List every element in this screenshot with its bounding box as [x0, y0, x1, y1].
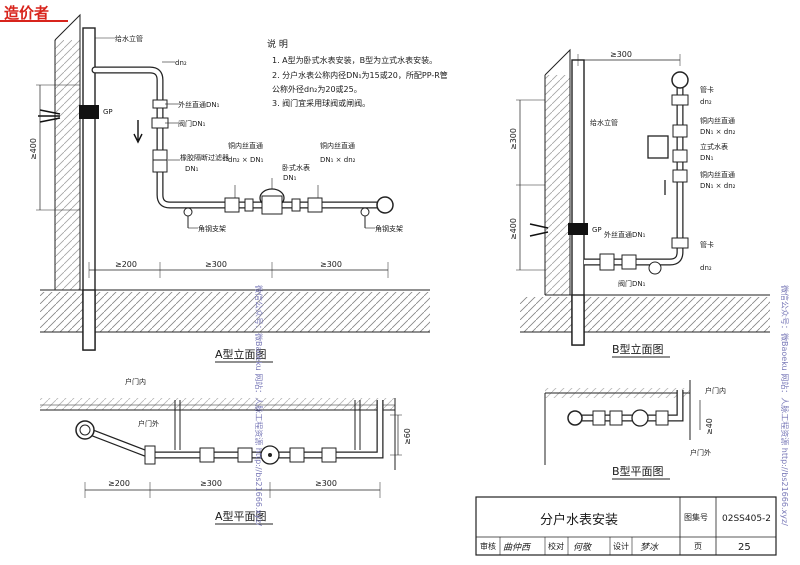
- b-dim-top: ≥300: [610, 50, 632, 59]
- a-plan-indoor: 户门内: [125, 377, 146, 386]
- notes-item-4: 3. 阀门宜采用球阀或闸阀。: [272, 98, 370, 108]
- a-label-valve: 阀门DN₁: [178, 119, 206, 128]
- page-label: 页: [694, 542, 702, 551]
- title-block: [475, 496, 777, 556]
- a-dim-1: ≥200: [115, 260, 137, 269]
- b-label-meter: 立式水表: [700, 142, 728, 151]
- b-label-pipe-clamp: 管卡: [700, 85, 714, 94]
- a-label-bracket-l: 角钢支架: [198, 224, 226, 233]
- b-label-cu-union-top: 铜内丝直通: [700, 116, 735, 125]
- atlas-number: 02SS405-2: [722, 514, 771, 524]
- b-dim-v2: ≥400: [509, 218, 518, 240]
- check-label: 校对: [548, 541, 564, 551]
- b-plan: 户门内 户门外 ≥40 B型平面图: [544, 380, 726, 480]
- a-plan-dim-3: ≥300: [315, 479, 337, 488]
- b-plan-meter: [631, 409, 649, 427]
- b-label-gp: GP: [592, 226, 602, 234]
- watermark-left: 微信公众号：微Baoeku 网站：人脉工程资源 http://bs21666.x…: [254, 285, 264, 526]
- b-plan-outdoor: 户门外: [690, 448, 711, 457]
- a-floor-slab: [40, 292, 430, 332]
- review-signature: 曲仲西: [503, 542, 532, 553]
- b-label-ext-union: 外丝直通DN₁: [604, 230, 646, 239]
- b-floor-slab: [520, 297, 770, 332]
- watermark-right: 微信公众号：微Baoeku 网站：人脉工程资源 http://bs21666.x…: [780, 285, 790, 526]
- b-label-pipe-clamp-dn: dn₂: [700, 98, 712, 106]
- a-label-gp: GP: [103, 108, 113, 116]
- b-wall-hatch: [545, 75, 570, 295]
- notes-item-2: 2. 分户水表公称内径DN₁为15或20，所配PP-R管: [272, 70, 448, 80]
- brand-underline: [0, 20, 68, 22]
- design-signature: 梦冰: [640, 542, 659, 553]
- review-label: 审核: [480, 541, 496, 551]
- a-gp-clamp: [79, 105, 99, 119]
- notes: 说 明 1. A型为卧式水表安装，B型为立式水表安装。 2. 分户水表公称内径D…: [267, 38, 448, 108]
- a-label-dn2: dn₂: [175, 59, 187, 67]
- notes-heading: 说 明: [267, 38, 288, 50]
- page-number: 25: [738, 542, 751, 553]
- drawing-title: 分户水表安装: [540, 512, 618, 528]
- design-label: 设计: [613, 541, 629, 551]
- b-meter: [647, 135, 669, 159]
- a-label-ext-union: 外丝直通DN₁: [178, 100, 220, 109]
- a-label-meter: 卧式水表: [282, 163, 310, 172]
- b-elev-title: B型立面图: [612, 342, 664, 356]
- a-label-meter-dn: DN₁: [283, 174, 297, 182]
- a-elevation: 给水立管 dn₂ GP 外丝直通DN₁ 阀门DN₁ 橡胶隔断过滤器 DN₁ 铜内…: [29, 13, 430, 363]
- a-label-cu-union-l-spec: dn₂ × DN₁: [228, 156, 264, 164]
- a-dim-2: ≥300: [205, 260, 227, 269]
- a-label-cu-union-l: 铜内丝直通: [228, 141, 263, 150]
- a-label-cu-union-r-spec: DN₁ × dn₂: [320, 156, 356, 164]
- b-label-pipe-clamp2: 管卡: [700, 240, 714, 249]
- b-gp-clamp: [568, 223, 588, 235]
- notes-item-1: 1. A型为卧式水表安装，B型为立式水表安装。: [272, 55, 437, 65]
- a-dim-3: ≥300: [320, 260, 342, 269]
- b-elevation: ≥300 ≥300 ≥400 管卡 dn₂ 铜内丝直通 DN₁ × dn₂ 立式…: [509, 48, 770, 358]
- a-label-filter-dn: DN₁: [185, 165, 199, 173]
- b-label-cu-union-top-spec: DN₁ × dn₂: [700, 128, 736, 136]
- b-label-meter-dn: DN₁: [700, 154, 714, 162]
- b-label-valve: 阀门DN₁: [618, 279, 646, 288]
- a-label-riser: 给水立管: [115, 34, 143, 43]
- b-dim-v1: ≥300: [509, 128, 518, 150]
- brand-label: 造价者: [4, 4, 50, 22]
- a-plan-dim-depth: ≥60: [403, 428, 412, 445]
- a-plan-outdoor: 户门外: [138, 419, 159, 428]
- b-label-riser: 给水立管: [590, 118, 618, 127]
- a-label-bracket-r: 角钢支架: [375, 224, 403, 233]
- check-signature: 何敬: [573, 542, 593, 553]
- a-wall-hatch: [55, 40, 80, 290]
- a-plan-dim-1: ≥200: [108, 479, 130, 488]
- a-plan-dim-2: ≥300: [200, 479, 222, 488]
- b-plan-title: B型平面图: [612, 464, 664, 478]
- notes-item-3: 公称外径dn₂为20或25。: [272, 84, 362, 94]
- a-label-cu-union-r: 铜内丝直通: [320, 141, 355, 150]
- a-dim-vertical: ≥400: [29, 138, 38, 160]
- a-elev-title: A型立面图: [215, 347, 267, 361]
- a-plan-wall-hatch: [40, 398, 395, 410]
- b-plan-dim-depth: ≥40: [705, 418, 714, 435]
- b-plan-indoor: 户门内: [705, 386, 726, 395]
- a-plan-title: A型平面图: [215, 509, 267, 523]
- a-label-filter: 橡胶隔断过滤器: [180, 153, 229, 162]
- a-plan: 户门内 户门外 ≥60 ≥200 ≥300 ≥300 A型平面图: [40, 377, 412, 525]
- atlas-label: 图集号: [684, 512, 708, 522]
- b-label-cu-union-mid: 铜内丝直通: [700, 170, 735, 179]
- b-label-cu-union-mid-spec: DN₁ × dn₂: [700, 182, 736, 190]
- b-label-dn2: dn₂: [700, 264, 712, 272]
